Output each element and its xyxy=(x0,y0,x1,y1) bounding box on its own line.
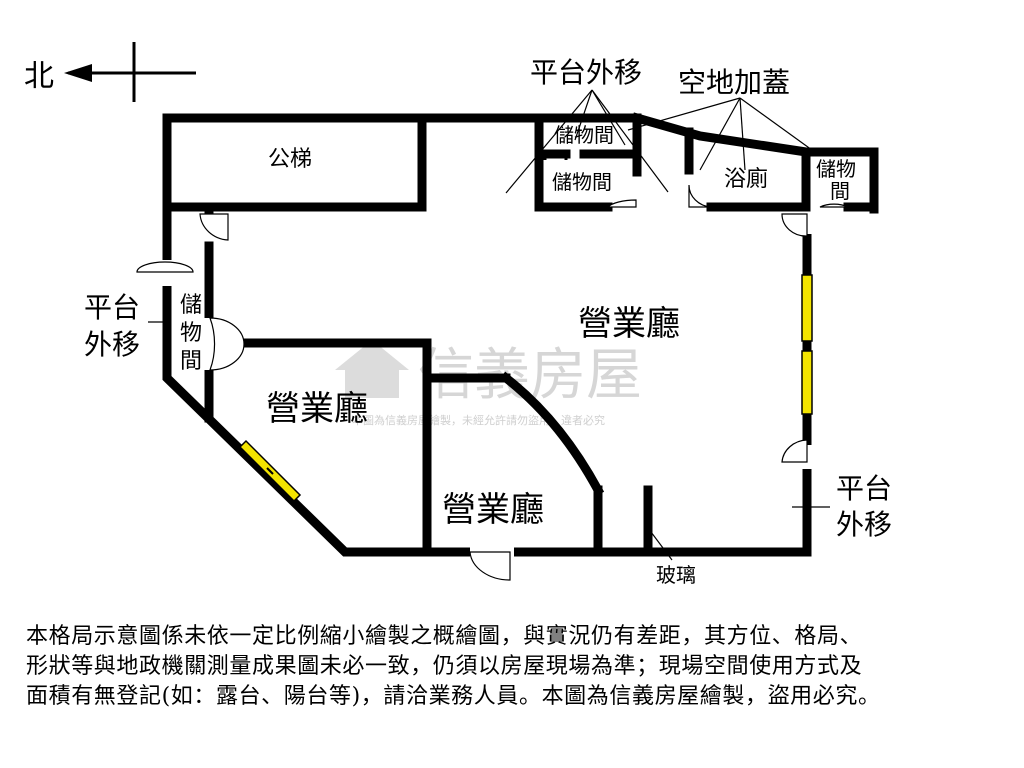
label-platform-top: 平台外移 xyxy=(530,56,642,89)
window-right-upper xyxy=(801,274,813,342)
door-storage-left xyxy=(209,317,245,371)
room-bath: 浴廁 xyxy=(724,167,768,192)
disclaimer-line: 面積有無登記(如：露台、陽台等)，請洽業務人員。本圖為信義房屋繪製，盜用必究。 xyxy=(26,684,881,709)
door-left-platform xyxy=(136,261,194,273)
door-right-lower xyxy=(781,439,808,463)
disclaimer: 本格局示意圖係未依一定比例縮小繪製之概繪圖，與實況仍有差距，其方位、格局、 形狀… xyxy=(26,622,1006,712)
label-platform-left-1: 平台 xyxy=(84,291,140,324)
room-storage-top-1: 儲物間 xyxy=(554,123,614,147)
room-hall-main: 營業廳 xyxy=(578,304,680,344)
compass-label: 北 xyxy=(24,59,54,94)
room-storage-top-2: 儲物間 xyxy=(552,170,612,194)
room-storage-left-3: 間 xyxy=(180,349,202,374)
watermark-logo-icon xyxy=(335,340,409,398)
label-platform-right-1: 平台 xyxy=(836,472,892,505)
door-right-upper xyxy=(781,213,808,237)
watermark-sub: 本圖為信義房屋繪製，未經允許請勿盜用，違者必究 xyxy=(352,413,605,427)
door-left-top xyxy=(199,213,229,241)
door-storage-3 xyxy=(819,203,849,208)
room-hall-center: 營業廳 xyxy=(442,490,544,530)
label-platform-left-2: 外移 xyxy=(84,328,140,361)
label-platform-right-2: 外移 xyxy=(836,508,892,541)
disclaimer-line: 形狀等與地政機關測量成果圖未必一致，仍須以房屋現場為準；現場空間使用方式及 xyxy=(26,654,863,679)
window-right-lower xyxy=(801,350,813,415)
room-labels: 公梯 儲物間 儲物間 浴廁 儲物 間 儲 物 間 營業廳 營業廳 營業廳 xyxy=(180,123,856,530)
label-glass: 玻璃 xyxy=(656,563,696,587)
room-storage-right-1: 儲物 xyxy=(816,157,856,181)
room-storage-left-1: 儲 xyxy=(180,293,202,318)
door-storage-1 xyxy=(606,199,637,208)
north-arrow-icon xyxy=(64,64,92,82)
room-storage-right-2: 間 xyxy=(830,179,850,203)
label-open-space: 空地加蓋 xyxy=(678,66,790,99)
door-bottom xyxy=(469,551,511,581)
disclaimer-line: 本格局示意圖係未依一定比例縮小繪製之概繪圖，與實況仍有差距，其方位、格局、 xyxy=(26,624,863,649)
doors xyxy=(136,150,849,581)
door-storage-2 xyxy=(688,184,712,208)
room-storage-left-2: 物 xyxy=(180,321,202,346)
watermark: 信義房屋 本圖為信義房屋繪製，未經允許請勿盜用，違者必究 xyxy=(335,340,642,427)
leader-lines xyxy=(148,89,830,561)
annotation-labels: 平台外移 空地加蓋 平台 外移 平台 外移 玻璃 xyxy=(84,56,892,587)
compass: 北 xyxy=(24,42,196,102)
room-hall-left: 營業廳 xyxy=(266,389,368,429)
room-public-stairs: 公梯 xyxy=(268,147,312,172)
windows xyxy=(238,274,813,503)
